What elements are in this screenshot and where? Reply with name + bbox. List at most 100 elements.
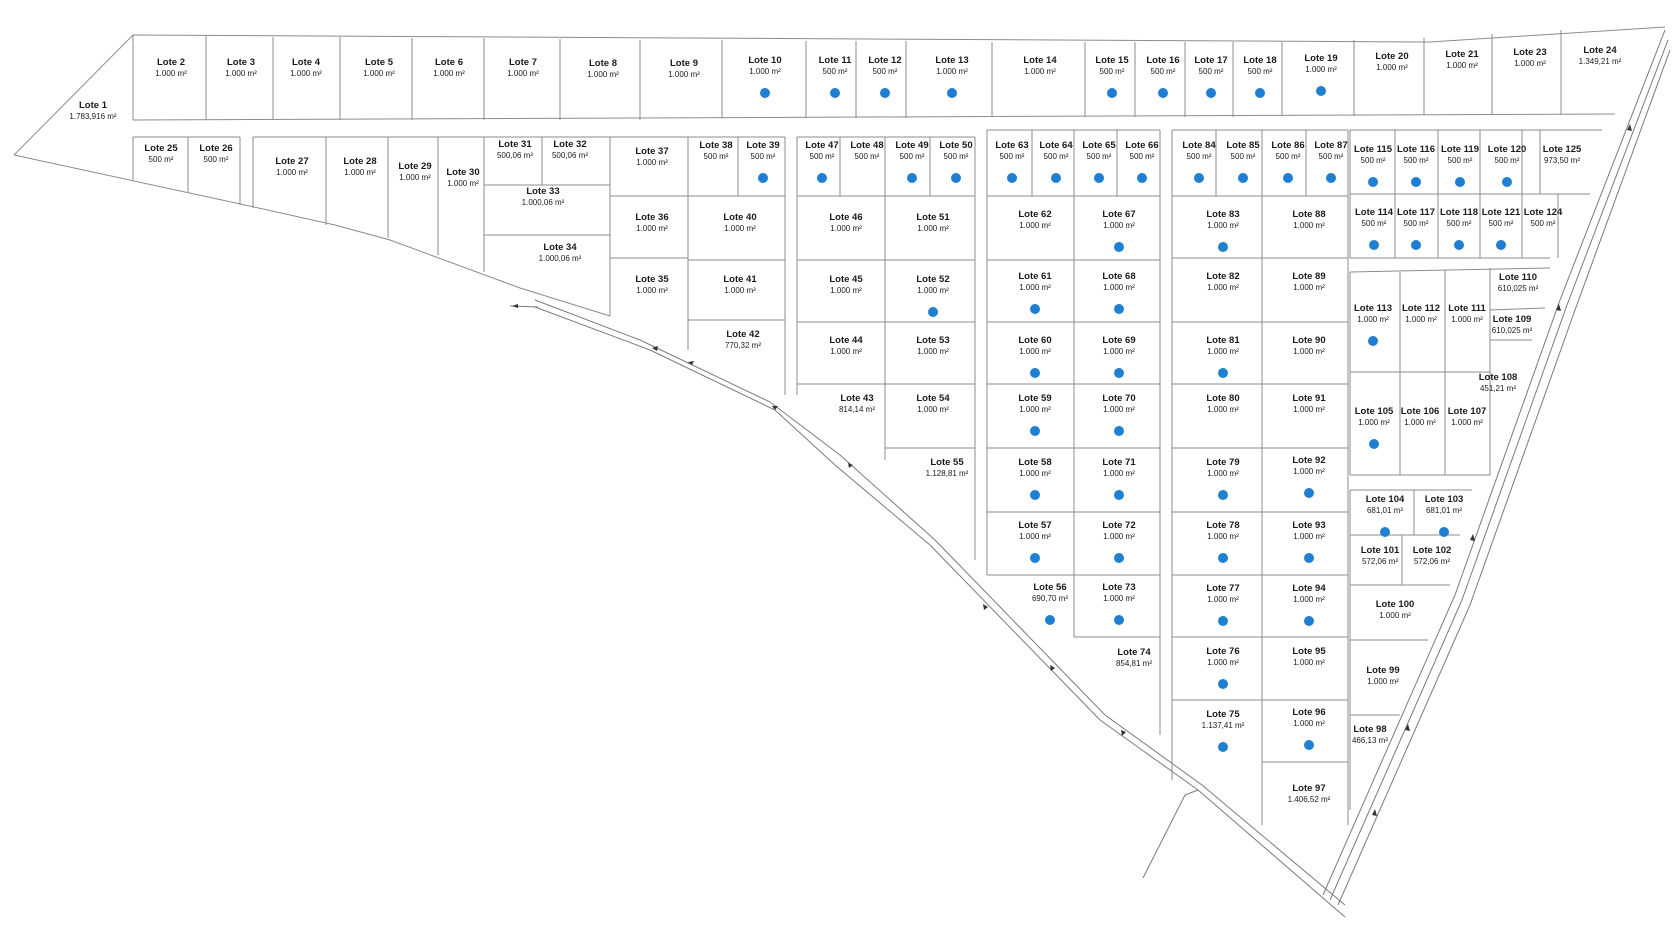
- lot-93[interactable]: Lote 931.000 m²: [1292, 520, 1326, 563]
- lot-54[interactable]: Lote 541.000 m²: [916, 393, 950, 414]
- lot-2[interactable]: Lote 21.000 m²: [155, 57, 187, 78]
- lot-55[interactable]: Lote 551.128,81 m²: [926, 457, 969, 478]
- lot-76[interactable]: Lote 761.000 m²: [1206, 646, 1240, 689]
- lot-94[interactable]: Lote 941.000 m²: [1292, 583, 1326, 626]
- lot-6[interactable]: Lote 61.000 m²: [433, 57, 465, 78]
- lot-60[interactable]: Lote 601.000 m²: [1018, 335, 1052, 378]
- lot-30[interactable]: Lote 301.000 m²: [446, 167, 479, 188]
- lot-75[interactable]: Lote 751.137,41 m²: [1202, 709, 1245, 752]
- lot-81[interactable]: Lote 811.000 m²: [1206, 335, 1240, 378]
- lot-46[interactable]: Lote 461.000 m²: [829, 212, 862, 233]
- lot-88[interactable]: Lote 881.000 m²: [1292, 209, 1325, 230]
- lot-21[interactable]: Lote 211.000 m²: [1445, 49, 1479, 70]
- lot-33[interactable]: Lote 331.000,06 m²: [522, 186, 565, 207]
- lot-89[interactable]: Lote 891.000 m²: [1292, 271, 1325, 292]
- lot-3[interactable]: Lote 31.000 m²: [225, 57, 257, 78]
- lot-44[interactable]: Lote 441.000 m²: [829, 335, 863, 356]
- lot-19[interactable]: Lote 191.000 m²: [1304, 53, 1338, 96]
- lot-70[interactable]: Lote 701.000 m²: [1102, 393, 1136, 436]
- lot-29[interactable]: Lote 291.000 m²: [398, 161, 431, 182]
- lot-78[interactable]: Lote 781.000 m²: [1206, 520, 1240, 563]
- lot-90[interactable]: Lote 901.000 m²: [1292, 335, 1325, 356]
- lot-34[interactable]: Lote 341.000,06 m²: [539, 242, 582, 263]
- lot-77[interactable]: Lote 771.000 m²: [1206, 583, 1240, 626]
- lot-40[interactable]: Lote 401.000 m²: [723, 212, 756, 233]
- lot-95[interactable]: Lote 951.000 m²: [1292, 646, 1326, 667]
- lot-57[interactable]: Lote 571.000 m²: [1018, 520, 1052, 563]
- lot-52[interactable]: Lote 521.000 m²: [916, 274, 950, 317]
- lot-5[interactable]: Lote 51.000 m²: [363, 57, 395, 78]
- lot-24[interactable]: Lote 241.349,21 m²: [1579, 45, 1622, 66]
- lot-45[interactable]: Lote 451.000 m²: [829, 274, 863, 295]
- lot-79[interactable]: Lote 791.000 m²: [1206, 457, 1240, 500]
- lot-61[interactable]: Lote 611.000 m²: [1018, 271, 1052, 314]
- lot-14[interactable]: Lote 141.000 m²: [1023, 55, 1057, 76]
- lot-69[interactable]: Lote 691.000 m²: [1102, 335, 1136, 378]
- lot-92[interactable]: Lote 921.000 m²: [1292, 455, 1326, 498]
- lot-58[interactable]: Lote 581.000 m²: [1018, 457, 1052, 500]
- lot-35[interactable]: Lote 351.000 m²: [635, 274, 669, 295]
- lot-36[interactable]: Lote 361.000 m²: [635, 212, 668, 233]
- lot-51[interactable]: Lote 511.000 m²: [916, 212, 950, 233]
- lot-71[interactable]: Lote 711.000 m²: [1102, 457, 1136, 500]
- lot-37[interactable]: Lote 371.000 m²: [635, 146, 668, 167]
- lot-62[interactable]: Lote 621.000 m²: [1018, 209, 1051, 230]
- lot-72[interactable]: Lote 721.000 m²: [1102, 520, 1136, 563]
- lot-83[interactable]: Lote 831.000 m²: [1206, 209, 1240, 252]
- lot-10[interactable]: Lote 101.000 m²: [748, 55, 782, 98]
- lot-8[interactable]: Lote 81.000 m²: [587, 58, 619, 79]
- lot-80[interactable]: Lote 801.000 m²: [1206, 393, 1239, 414]
- lot-68[interactable]: Lote 681.000 m²: [1102, 271, 1136, 314]
- lot-41[interactable]: Lote 411.000 m²: [723, 274, 757, 295]
- lot-59[interactable]: Lote 591.000 m²: [1018, 393, 1052, 436]
- lot-99[interactable]: Lote 991.000 m²: [1366, 665, 1399, 686]
- lot-7[interactable]: Lote 71.000 m²: [507, 57, 539, 78]
- lot-73[interactable]: Lote 731.000 m²: [1102, 582, 1136, 625]
